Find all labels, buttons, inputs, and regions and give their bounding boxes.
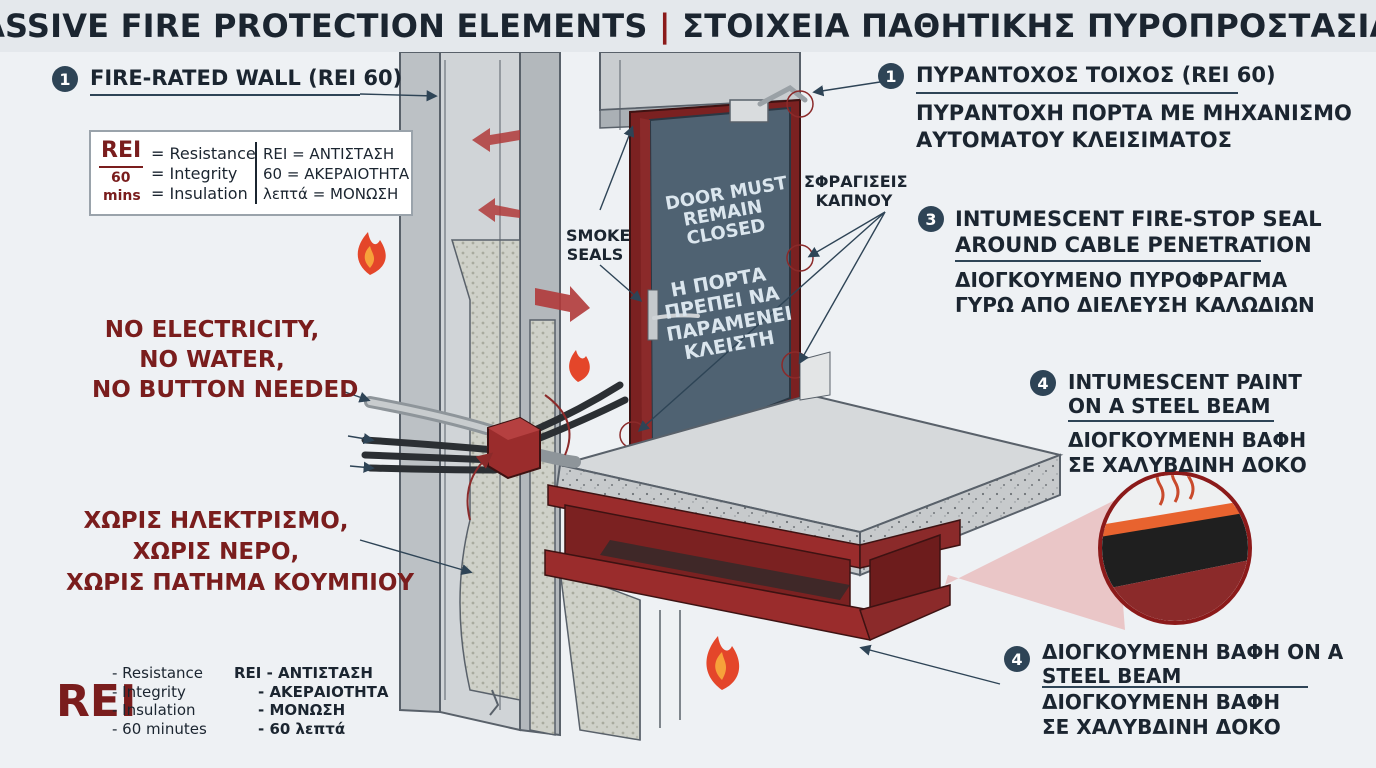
label-fire-door-gr: ΠΥΡΑΝΤΟΧΗ ΠΟΡΤΑ ΜΕ ΜΗΧΑΝΙΣΜΟ ΑΥΤΟΜΑΤΟΥ Κ… <box>916 100 1352 155</box>
underline-wall-gr <box>916 92 1238 94</box>
rei-divider <box>255 142 257 204</box>
rei-definition-box: REI 60 mins = Resistance = Integrity = I… <box>89 130 413 216</box>
no-power-en-line-1: NO ELECTRICITY, <box>104 317 320 343</box>
paint-en-line-2: ON A STEEL BEAM <box>1068 394 1271 419</box>
no-power-gr-line-2: ΧΩΡΙΣ ΝΕΡΟ, <box>132 539 300 566</box>
label-fire-rated-wall: FIRE-RATED WALL (REI 60) <box>90 66 403 90</box>
page-title: PASSIVE FIRE PROTECTION ELEMENTS | ΣΤΟΙΧ… <box>0 7 1376 45</box>
callout-number-1-gr: 1 <box>878 63 904 89</box>
underline-paint-bottom <box>1042 686 1308 688</box>
no-power-note-en: NO ELECTRICITY, NO WATER, NO BUTTON NEED… <box>92 316 359 406</box>
paint2-gr-line-1: ΔΙΟΓΚΟΥΜΕΝΗ ΒΑΦΗ <box>1042 690 1281 714</box>
steel-beam <box>544 484 961 642</box>
title-bar: PASSIVE FIRE PROTECTION ELEMENTS | ΣΤΟΙΧ… <box>0 0 1376 52</box>
legend-rei-abbrev: REI <box>56 676 137 727</box>
label-fire-stop-seal-gr: ΔΙΟΓΚΟΥΜΕΝΟ ΠΥΡΟΦΡΑΓΜΑ ΓΥΡΩ ΑΠΟ ΔΙΕΛΕΥΣΗ… <box>955 268 1315 319</box>
label-paint-bottom-gr: ΔΙΟΓΚΟΥΜΕΝΗ ΒΑΦΗ ΣΕ ΧΑΛΥΒΔΙΝΗ ΔΟΚΟ <box>1042 690 1281 740</box>
paint-gr-line-1: ΔΙΟΓΚΟΥΜΕΝΗ ΒΑΦΗ <box>1068 428 1307 452</box>
fire-door-gr-line-1: ΠΥΡΑΝΤΟΧΗ ΠΟΡΤΑ ΜΕ ΜΗΧΑΝΙΣΜΟ <box>916 101 1352 125</box>
rei-en-insulation: = Insulation <box>151 184 248 203</box>
label-intumescent-paint-gr: ΔΙΟΓΚΟΥΜΕΝΗ ΒΑΦΗ ΣΕ ΧΑΛΥΒΔΙΝΗ ΔΟΚΟ <box>1068 428 1307 478</box>
callout-number-4-bottom: 4 <box>1004 646 1030 672</box>
rei-gr-resistance: REI = ΑΝΤΙΣΤΑΣΗ <box>263 145 395 163</box>
callout-number-4: 4 <box>1030 370 1056 396</box>
fire-stop-en-line-1: INTUMESCENT FIRE-STOP SEAL <box>955 207 1322 231</box>
no-power-gr-line-3: ΧΩΡΙΣ ΠΑΤΗΜΑ ΚΟΥΜΠΙΟΥ <box>66 570 415 597</box>
smoke-seals-en-line-2: SEALS <box>566 245 624 265</box>
fire-stop-gr-line-1: ΔΙΟΓΚΟΥΜΕΝΟ ΠΥΡΟΦΡΑΓΜΑ <box>955 268 1288 292</box>
callout-number-1: 1 <box>52 66 78 92</box>
no-power-gr-line-1: ΧΩΡΙΣ ΗΛΕΚΤΡΙΣΜΟ, <box>83 508 349 534</box>
callout-number-3: 3 <box>918 206 944 232</box>
flame-icons <box>357 232 740 690</box>
label-intumescent-paint-en: INTUMESCENT PAINT ON A STEEL BEAM <box>1068 370 1302 419</box>
smoke-seals-en-line-1: SMOKE <box>566 226 631 245</box>
fire-stop-gr-line-2: ΓΥΡΩ ΑΠΟ ΔΙΕΛΕΥΣΗ ΚΑΛΩΔΙΩΝ <box>955 293 1315 318</box>
cable-penetration <box>361 381 629 521</box>
title-gr: ΣΤΟΙΧΕΙΑ ΠΑΘΗΤΙΚΗΣ ΠΥΡΟΠΡΟΣΤΑΣΙΑΣ <box>682 7 1376 45</box>
legend-gr-integrity: - ΑΚΕΡΑΙΟΤΗΤΑ <box>258 682 389 701</box>
legend-gr-resistance: REI - ΑΝΤΙΣΤΑΣΗ <box>234 664 373 682</box>
rei-en-resistance: = Resistance <box>151 144 256 163</box>
rei-en-integrity: = Integrity <box>151 164 238 183</box>
smoke-arrows <box>472 128 590 322</box>
legend-en-resistance: - Resistance <box>112 664 204 682</box>
label-smoke-seals-gr: ΣΦΡΑΓΙΣΕΙΣ ΚΑΠΝΟΥ <box>804 172 908 211</box>
underline-wall-en <box>90 94 360 96</box>
no-power-en-line-3: NO BUTTON NEEDED <box>92 376 359 403</box>
legend-en-integrity: - Integrity <box>112 682 186 701</box>
rei-gr-insulation: λεπτά = ΜΟΝΩΣΗ <box>263 185 399 203</box>
label-smoke-seals-en: SMOKE SEALS <box>566 226 631 265</box>
rei-en-definitions: = Resistance = Integrity = Insulation <box>151 144 256 204</box>
no-power-note-gr: ΧΩΡΙΣ ΗΛΕΚΤΡΙΣΜΟ, ΧΩΡΙΣ ΝΕΡΟ, ΧΩΡΙΣ ΠΑΤΗ… <box>66 506 415 599</box>
fire-door <box>629 85 808 457</box>
paint-gr-line-2: ΣΕ ΧΑΛΥΒΔΙΝΗ ΔΟΚΟ <box>1068 453 1307 477</box>
rei-abbrev: REI <box>101 138 142 163</box>
rei-gr-definitions: REI = ΑΝΤΙΣΤΑΣΗ 60 = ΑΚΕΡΑΙΟΤΗΤΑ λεπτά =… <box>263 144 409 204</box>
legend-en-insulation: - Insulation <box>112 701 196 719</box>
legend-en: - Resistance - Integrity - Insulation - … <box>112 664 207 738</box>
underline-seal-en <box>955 260 1261 262</box>
paint2-mixed-line-1: ΔΙΟΓΚΟΥΜΕΝΗ ΒΑΦΗ ON A <box>1042 640 1344 664</box>
fire-door-gr-line-2: ΑΥΤΟΜΑΤΟΥ ΚΛΕΙΣΙΜΑΤΟΣ <box>916 128 1232 153</box>
label-paint-bottom-mixed: ΔΙΟΓΚΟΥΜΕΝΗ ΒΑΦΗ ON A STEEL BEAM <box>1042 640 1343 688</box>
underline-paint-en <box>1068 420 1274 422</box>
smoke-seals-gr-line-2: ΚΑΠΝΟΥ <box>815 191 893 211</box>
paint-en-line-1: INTUMESCENT PAINT <box>1068 370 1302 394</box>
rei-sixty: 60 <box>111 170 131 186</box>
rei-fraction-line <box>99 166 143 168</box>
fire-stop-en-line-2: AROUND CABLE PENETRATION <box>955 232 1312 257</box>
smoke-seals-gr-line-1: ΣΦΡΑΓΙΣΕΙΣ <box>804 172 908 191</box>
label-fire-rated-wall-gr: ΠΥΡΑΝΤΟΧΟΣ ΤΟΙΧΟΣ (REI 60) <box>916 63 1276 87</box>
legend-gr-minutes: - 60 λεπτά <box>258 719 346 738</box>
paint2-gr-line-2: ΣΕ ΧΑΛΥΒΔΙΝΗ ΔΟΚΟ <box>1042 715 1281 739</box>
legend-en-minutes: - 60 minutes <box>112 719 207 738</box>
label-fire-stop-seal-en: INTUMESCENT FIRE-STOP SEAL AROUND CABLE … <box>955 207 1322 258</box>
title-separator: | <box>658 7 671 45</box>
legend-gr-insulation: - ΜΟΝΩΣΗ <box>258 701 346 719</box>
rei-mins: mins <box>103 188 141 204</box>
legend-gr: REI - ΑΝΤΙΣΤΑΣΗ - ΑΚΕΡΑΙΟΤΗΤΑ - ΜΟΝΩΣΗ -… <box>234 664 389 738</box>
rei-gr-integrity: 60 = ΑΚΕΡΑΙΟΤΗΤΑ <box>263 165 410 183</box>
no-power-en-line-2: NO WATER, <box>139 346 285 373</box>
leader-lines <box>344 81 1001 685</box>
paint2-mixed-line-2: STEEL BEAM <box>1042 664 1182 688</box>
title-en: PASSIVE FIRE PROTECTION ELEMENTS <box>0 7 648 45</box>
